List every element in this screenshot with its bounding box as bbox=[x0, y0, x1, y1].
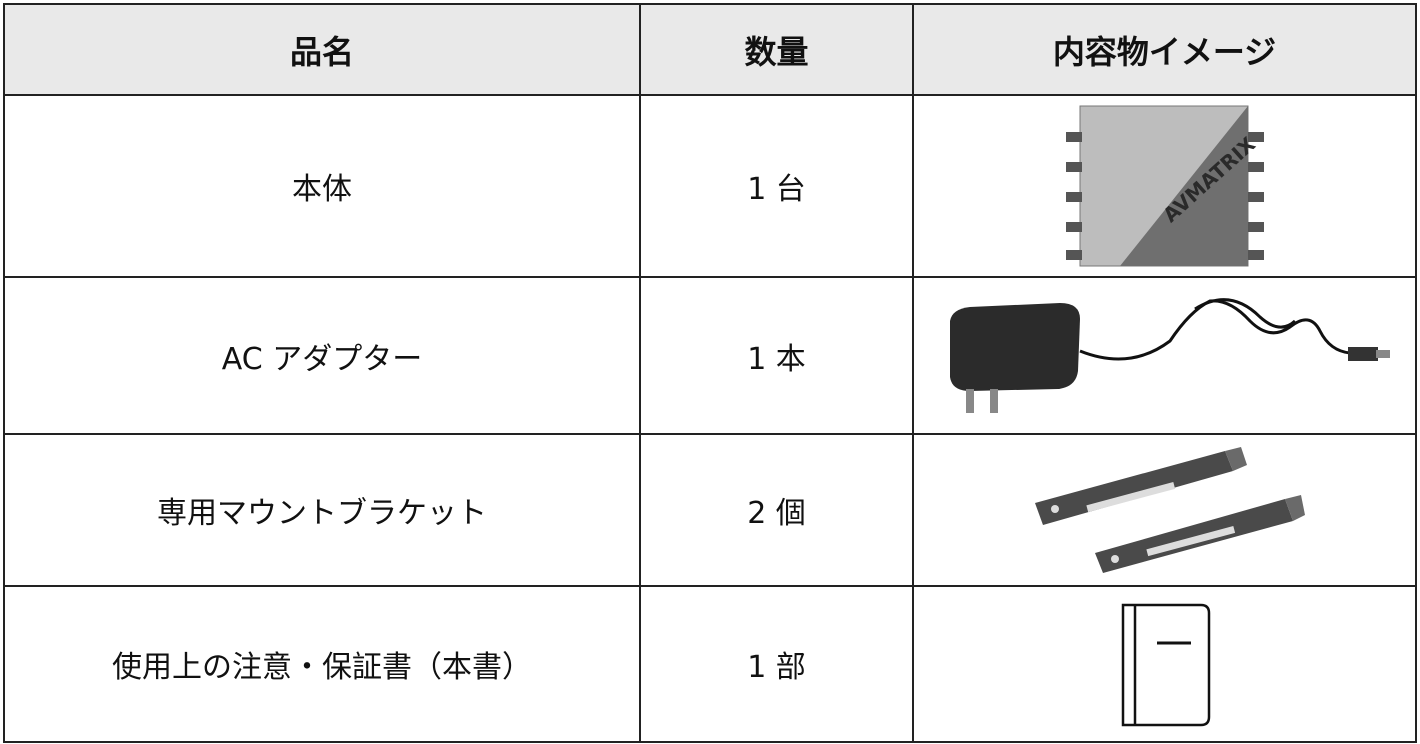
item-name: AC アダプター bbox=[3, 276, 641, 435]
item-quantity: 1 本 bbox=[639, 276, 914, 435]
contents-table: 品名 数量 内容物イメージ 本体 1 台 AVMATRIX AC bbox=[3, 3, 1417, 743]
table-row: 使用上の注意・保証書（本書） 1 部 bbox=[3, 585, 1417, 743]
header-image: 内容物イメージ bbox=[912, 3, 1417, 96]
item-quantity: 2 個 bbox=[639, 433, 914, 587]
item-image-cell bbox=[912, 276, 1417, 435]
item-image-cell: AVMATRIX bbox=[912, 94, 1417, 278]
device-unit-image: AVMATRIX bbox=[1065, 105, 1264, 267]
header-quantity: 数量 bbox=[639, 3, 914, 96]
table-row: AC アダプター 1 本 bbox=[3, 276, 1417, 435]
manual-book-icon bbox=[1121, 603, 1210, 727]
header-item-name: 品名 bbox=[3, 3, 641, 96]
item-image-cell bbox=[912, 585, 1417, 743]
item-quantity: 1 部 bbox=[639, 585, 914, 743]
item-name: 専用マウントブラケット bbox=[3, 433, 641, 587]
header-row: 品名 数量 内容物イメージ bbox=[3, 3, 1417, 96]
ac-adapter-image bbox=[949, 297, 1390, 413]
item-name: 使用上の注意・保証書（本書） bbox=[3, 585, 641, 743]
table-row: 専用マウントブラケット 2 個 bbox=[3, 433, 1417, 587]
mount-bracket-image bbox=[1034, 447, 1305, 573]
item-name: 本体 bbox=[3, 94, 641, 278]
table-row: 本体 1 台 AVMATRIX bbox=[3, 94, 1417, 278]
item-image-cell bbox=[912, 433, 1417, 587]
item-quantity: 1 台 bbox=[639, 94, 914, 278]
